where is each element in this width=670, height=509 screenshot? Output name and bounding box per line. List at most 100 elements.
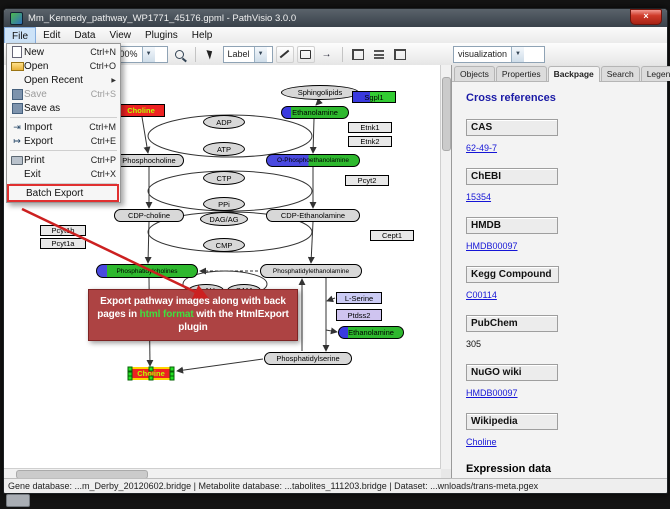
selection-handle[interactable] — [148, 366, 154, 372]
scrollbar-thumb[interactable] — [442, 77, 451, 151]
connector-tool-button[interactable]: → — [318, 46, 336, 63]
tab-search[interactable]: Search — [600, 66, 640, 81]
zoom-combobox[interactable]: 100% ▼ — [109, 45, 168, 63]
pathway-node-etnk1[interactable]: Etnk1 — [348, 122, 392, 133]
menu-item-batch-export[interactable]: Batch Export — [9, 186, 117, 200]
printer-icon — [10, 155, 24, 165]
stack-button[interactable] — [391, 46, 409, 63]
crossref-link[interactable]: HMDB00097 — [466, 241, 518, 251]
menu-item-label: Export — [24, 135, 53, 147]
menu-item-open-recent[interactable]: Open Recent▶ — [7, 73, 120, 87]
pathway-node-ctp[interactable]: CTP — [203, 171, 245, 185]
expression-data-heading: Expression data — [466, 463, 551, 475]
pathway-node-adp[interactable]: ADP — [203, 115, 245, 129]
close-button[interactable]: × — [630, 9, 662, 25]
menubar: File Edit Data View Plugins Help — [4, 27, 667, 44]
pathway-node-cmp[interactable]: CMP — [203, 238, 245, 252]
pathway-node-pcyt1b[interactable]: Pcyt1b — [40, 225, 86, 236]
section-title: Kegg Compound — [466, 266, 559, 283]
crossref-link[interactable]: C00114 — [466, 290, 497, 300]
selection-handle[interactable] — [127, 375, 133, 381]
pathway-node-ethanolamine-right[interactable]: Ethanolamine — [338, 326, 404, 339]
align-grid-icon — [351, 48, 364, 60]
arrow-out-icon: ↦ — [13, 135, 21, 146]
pathway-node-cept1[interactable]: Cept1 — [370, 230, 414, 241]
selection-handle[interactable] — [148, 375, 154, 381]
pathway-node-o-phosphoethanolamine[interactable]: O-Phosphoethanolamine — [266, 154, 360, 167]
pathway-node-phosphatidylserine[interactable]: Phosphatidylserine — [264, 352, 352, 365]
selection-tool-button[interactable] — [202, 46, 220, 63]
shape-tool-icon — [300, 49, 312, 59]
pathway-node-phosphatidylcholines[interactable]: Phosphatidylcholines — [96, 264, 198, 278]
crossref-link[interactable]: Choline — [466, 437, 497, 447]
menubar-item-data[interactable]: Data — [74, 30, 96, 41]
crossref-link[interactable]: 15354 — [466, 192, 492, 202]
menubar-item-edit[interactable]: Edit — [43, 30, 61, 41]
pathway-node-cdp-choline[interactable]: CDP-choline — [114, 209, 184, 222]
pathway-node-choline-top[interactable]: Choline — [117, 104, 165, 117]
menubar-item-file[interactable]: File — [4, 27, 37, 43]
menu-item-label: Save — [24, 88, 47, 100]
arrow-in-icon: ⇥ — [10, 122, 24, 132]
selection-handle[interactable] — [169, 375, 175, 381]
pathway-node-phosphatidylethanolamine[interactable]: Phosphatidylethanolamine — [260, 264, 362, 278]
folder-icon — [10, 61, 24, 71]
tab-backpage[interactable]: Backpage — [547, 66, 600, 82]
label-tool-combobox[interactable]: Label ▼ — [222, 45, 273, 63]
crossref-link[interactable]: 62-49-7 — [466, 143, 498, 153]
line-tool-icon — [279, 49, 290, 59]
pathway-node-l-serine[interactable]: L-Serine — [336, 292, 382, 304]
disk-icon — [10, 102, 24, 114]
line-tool-button[interactable] — [275, 45, 294, 63]
canvas-vertical-scrollbar[interactable] — [440, 65, 451, 469]
menu-item-save-as[interactable]: Save as — [7, 101, 120, 115]
backpage-heading: Cross references — [466, 92, 556, 104]
distribute-button[interactable] — [370, 46, 388, 63]
pathway-node-etnk2[interactable]: Etnk2 — [348, 136, 392, 147]
pathway-node-ppi[interactable]: PPi — [203, 197, 245, 211]
tab-objects[interactable]: Objects — [454, 66, 495, 81]
align-button[interactable] — [349, 46, 367, 63]
titlebar[interactable]: Mm_Kennedy_pathway_WP1771_45176.gpml - P… — [4, 9, 667, 27]
visualization-combobox[interactable]: visualization ▼ — [453, 45, 545, 63]
pathway-node-ptdss2[interactable]: Ptdss2 — [336, 309, 382, 321]
pathway-node-cdp-ethanolamine[interactable]: CDP-Ethanolamine — [266, 209, 360, 222]
pathway-node-atp[interactable]: ATP — [203, 142, 245, 156]
tab-properties[interactable]: Properties — [495, 66, 547, 81]
pathway-node-phosphocholine[interactable]: Phosphocholine — [114, 154, 184, 167]
shape-tool-button[interactable] — [296, 45, 315, 63]
pathway-node-ethanolamine-top[interactable]: Ethanolamine — [281, 106, 349, 119]
pointer-icon — [206, 48, 215, 60]
crossref-link[interactable]: HMDB00097 — [466, 388, 518, 398]
menubar-item-help[interactable]: Help — [191, 30, 213, 41]
chevron-down-icon: ▼ — [141, 46, 155, 62]
pathway-node-sgpl1[interactable]: Sgpl1 — [352, 91, 396, 103]
pathway-node-choline-selected[interactable]: Choline — [127, 366, 175, 381]
menu-item-label: Print — [24, 154, 45, 166]
tab-legend[interactable]: Legend — [640, 66, 670, 81]
menubar-item-plugins[interactable]: Plugins — [144, 30, 178, 41]
menubar-item-view[interactable]: View — [109, 30, 131, 41]
pathway-node-pcyt1a[interactable]: Pcyt1a — [40, 238, 86, 249]
zoom-fit-button[interactable] — [171, 46, 189, 63]
page-icon — [10, 46, 24, 58]
section-title: HMDB — [466, 217, 558, 234]
label-tool-text: Label — [227, 49, 250, 59]
magnifier-icon — [175, 49, 185, 59]
pathway-node-pcyt2[interactable]: Pcyt2 — [345, 175, 389, 186]
pathway-node-dag[interactable]: DAG/AG — [200, 212, 248, 226]
menu-item-label: Open — [24, 60, 49, 72]
pathway-node-sphingolipids[interactable]: Sphingolipids — [281, 85, 359, 100]
